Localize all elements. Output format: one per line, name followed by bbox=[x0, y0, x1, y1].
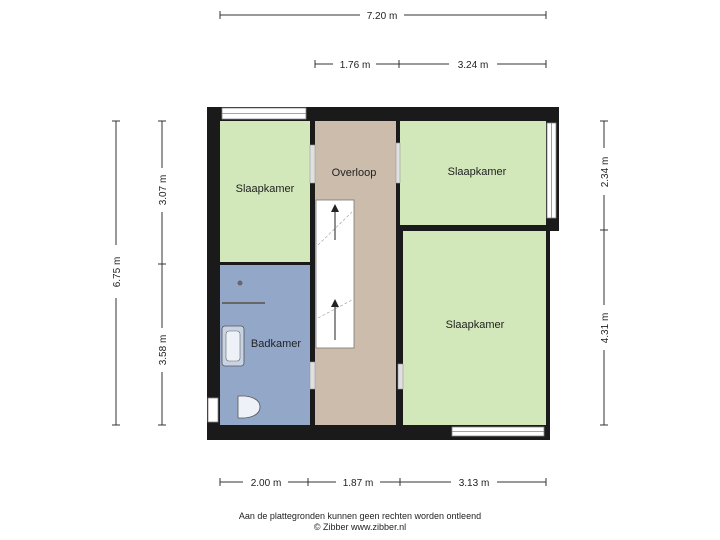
doors bbox=[309, 142, 404, 390]
room-slaapkamer-bottom-right bbox=[403, 231, 546, 425]
label-slaapkamer-top-right: Slaapkamer bbox=[448, 166, 507, 178]
dim-bottom-left: 2.00 m bbox=[251, 478, 282, 489]
room-slaapkamer-top-right bbox=[400, 121, 546, 225]
room-slaapkamer-left bbox=[220, 121, 310, 262]
label-overloop: Overloop bbox=[332, 167, 377, 179]
label-badkamer: Badkamer bbox=[251, 338, 301, 350]
dim-top-left: 1.76 m bbox=[340, 60, 371, 71]
label-slaapkamer-left: Slaapkamer bbox=[236, 183, 295, 195]
footer-copyright: © Zibber www.zibber.nl bbox=[313, 522, 407, 532]
dimension-lines bbox=[112, 11, 608, 486]
dim-left-total: 6.75 m bbox=[112, 257, 123, 288]
wall-right-lower bbox=[546, 225, 559, 231]
dim-left-upper: 3.07 m bbox=[158, 175, 169, 206]
bathroom-fixtures bbox=[221, 280, 265, 419]
windows bbox=[207, 107, 557, 437]
wall-right-lower-edge bbox=[546, 231, 550, 440]
staircase bbox=[315, 199, 355, 349]
dim-right-upper: 2.34 m bbox=[600, 157, 611, 188]
dim-right-lower: 4.31 m bbox=[600, 313, 611, 344]
footer-disclaimer: Aan de plattegronden kunnen geen rechten… bbox=[238, 511, 482, 521]
label-slaapkamer-bottom-right: Slaapkamer bbox=[446, 319, 505, 331]
dim-bottom-middle: 1.87 m bbox=[343, 478, 374, 489]
shower-drain-icon bbox=[237, 280, 243, 286]
dim-top-total: 7.20 m bbox=[367, 11, 398, 22]
dim-top-right: 3.24 m bbox=[458, 60, 489, 71]
dim-bottom-right: 3.13 m bbox=[459, 478, 490, 489]
toilet-icon bbox=[237, 395, 261, 419]
dim-left-lower: 3.58 m bbox=[158, 335, 169, 366]
